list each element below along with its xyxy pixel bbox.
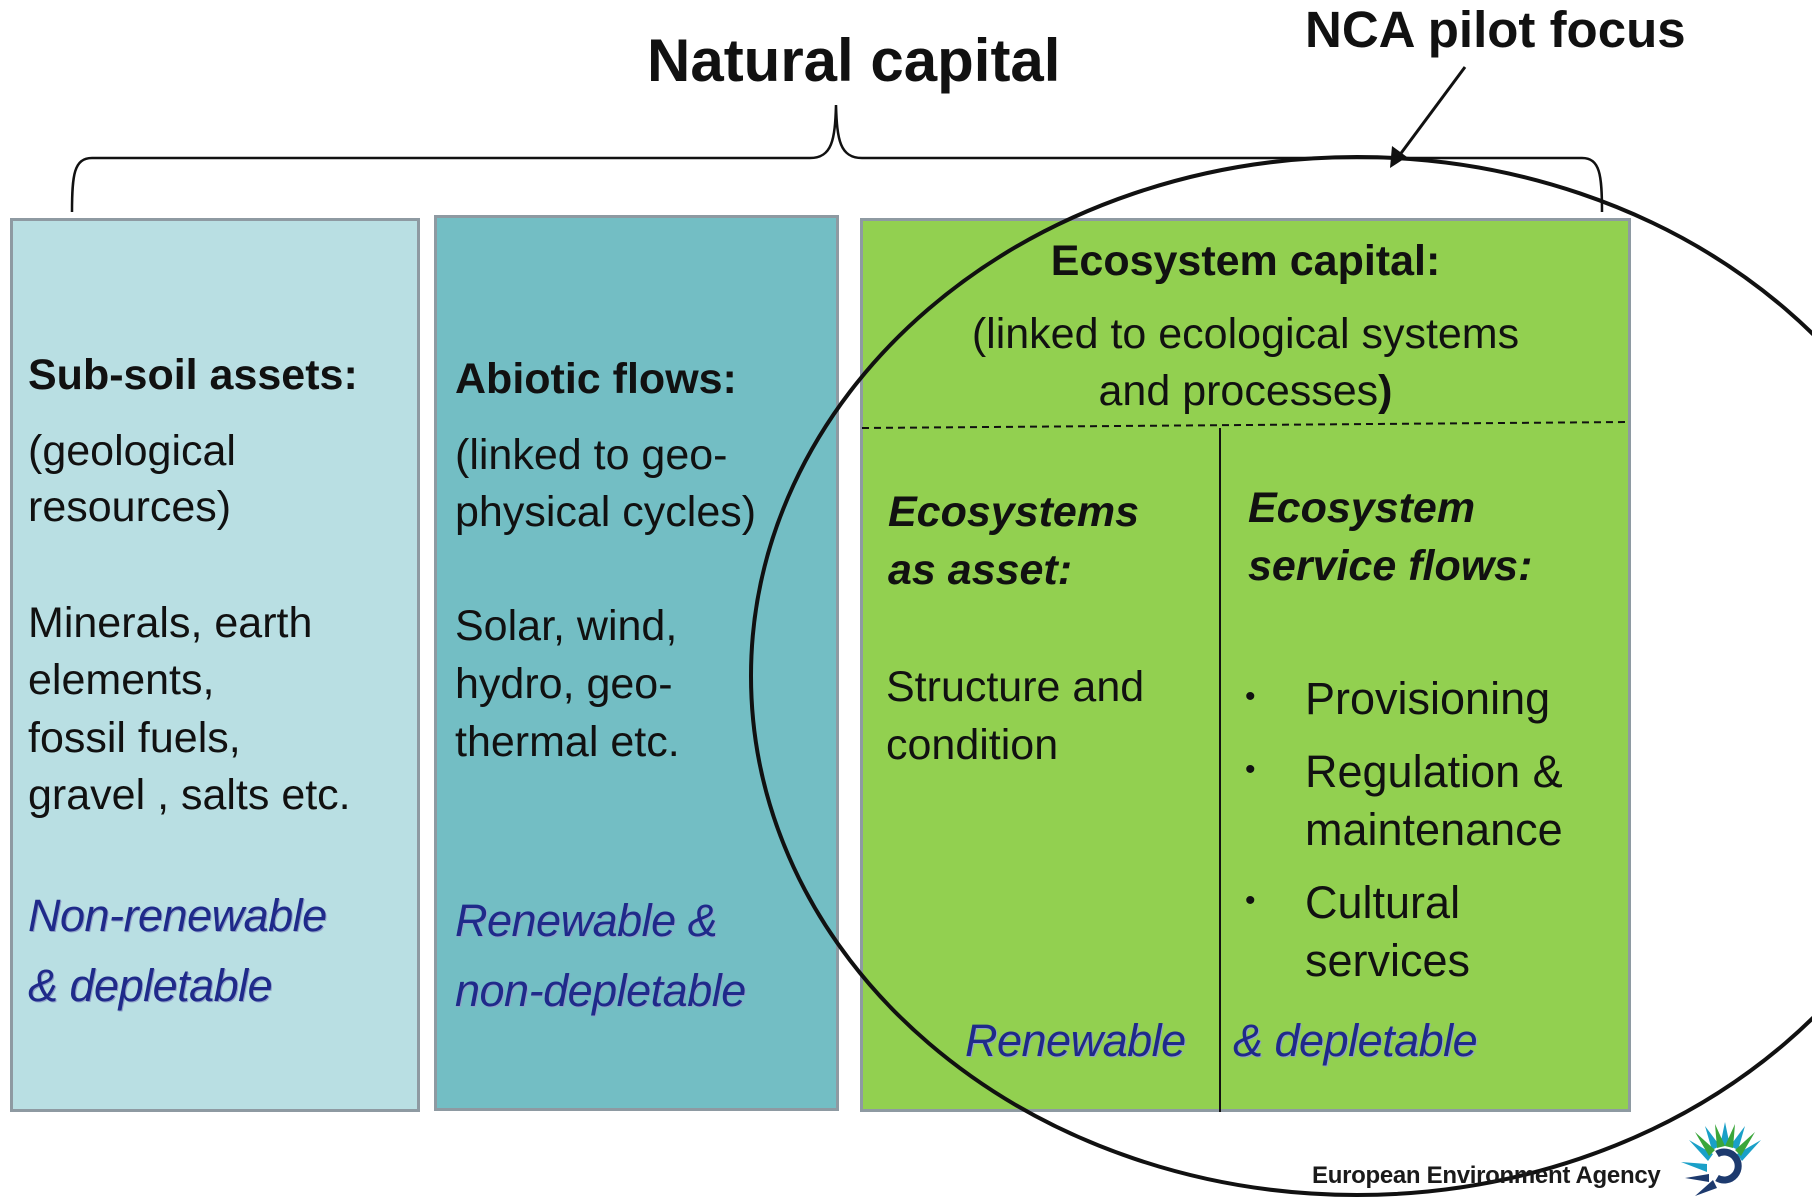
service-item-regulation-line-2: maintenance — [1305, 804, 1563, 855]
subsoil-examples-line-1: Minerals, earth — [28, 599, 313, 647]
ecosystems-asset-body-line-1: Structure and — [886, 663, 1145, 711]
pilot-focus-label: NCA pilot focus — [1305, 1, 1686, 58]
ecosystem-subtitle-close: ) — [1378, 367, 1393, 415]
ecosystems-asset-heading-line-2: as asset: — [888, 546, 1073, 594]
abiotic-flows-box — [434, 215, 839, 1111]
subsoil-subtitle-line-1: (geological — [28, 427, 236, 475]
bullet-provisioning: • — [1245, 680, 1256, 713]
abiotic-subtitle-line-1: (linked to geo- — [455, 431, 728, 479]
abiotic-examples-line-3: thermal etc. — [455, 718, 680, 766]
ecosystem-subtitle-line-1: (linked to ecological systems — [971, 310, 1520, 358]
abiotic-property-line-2: non-depletable — [455, 965, 746, 1016]
ecosystems-asset-body-line-2: condition — [886, 721, 1059, 769]
pilot-focus-circle — [749, 155, 1812, 1197]
service-item-cultural-line-2: services — [1305, 935, 1471, 986]
ecosystem-heading: Ecosystem capital: — [1050, 237, 1441, 285]
abiotic-examples-line-2: hydro, geo- — [455, 660, 673, 708]
ecosystem-dashed-divider — [861, 421, 1630, 429]
ecosystem-capital-box — [860, 218, 1631, 1112]
ecosystem-subtitle-line-2: and processes) — [860, 362, 1631, 420]
bullet-cultural: • — [1245, 884, 1256, 917]
ecosystem-subtitle-text: and processes — [1098, 367, 1379, 415]
natural-capital-brace — [70, 104, 1604, 213]
eea-sun-logo-icon — [1681, 1122, 1761, 1196]
subsoil-heading: Sub-soil assets: — [28, 351, 358, 399]
subsoil-property-line-2: & depletable — [28, 960, 273, 1011]
subsoil-assets-box — [10, 218, 420, 1112]
abiotic-heading: Abiotic flows: — [455, 355, 737, 403]
pilot-focus-arrow-line — [1394, 66, 1467, 161]
service-item-cultural-line-1: Cultural — [1305, 877, 1461, 928]
service-item-provisioning: Provisioning — [1305, 673, 1551, 724]
subsoil-examples-line-4: gravel , salts etc. — [28, 771, 351, 819]
service-item-regulation-line-1: Regulation & — [1305, 746, 1563, 797]
ecosystem-property-right: & depletable — [1233, 1015, 1478, 1066]
subsoil-subtitle-line-2: resources) — [28, 483, 232, 531]
service-flows-heading-line-1: Ecosystem — [1248, 484, 1476, 532]
abiotic-examples-line-1: Solar, wind, — [455, 602, 678, 650]
ecosystem-property-left: Renewable — [965, 1015, 1186, 1066]
subsoil-examples-line-3: fossil fuels, — [28, 714, 241, 762]
abiotic-subtitle-line-2: physical cycles) — [455, 488, 757, 536]
service-flows-heading-line-2: service flows: — [1248, 542, 1533, 590]
abiotic-property-line-1: Renewable & — [455, 895, 718, 946]
subsoil-examples-line-2: elements, — [28, 656, 215, 704]
bullet-regulation: • — [1245, 753, 1256, 786]
eea-agency-name: European Environment Agency — [1312, 1162, 1661, 1189]
page-title: Natural capital — [647, 27, 1061, 94]
ecosystems-asset-heading-line-1: Ecosystems — [888, 488, 1139, 536]
subsoil-property-line-1: Non-renewable — [28, 890, 327, 941]
